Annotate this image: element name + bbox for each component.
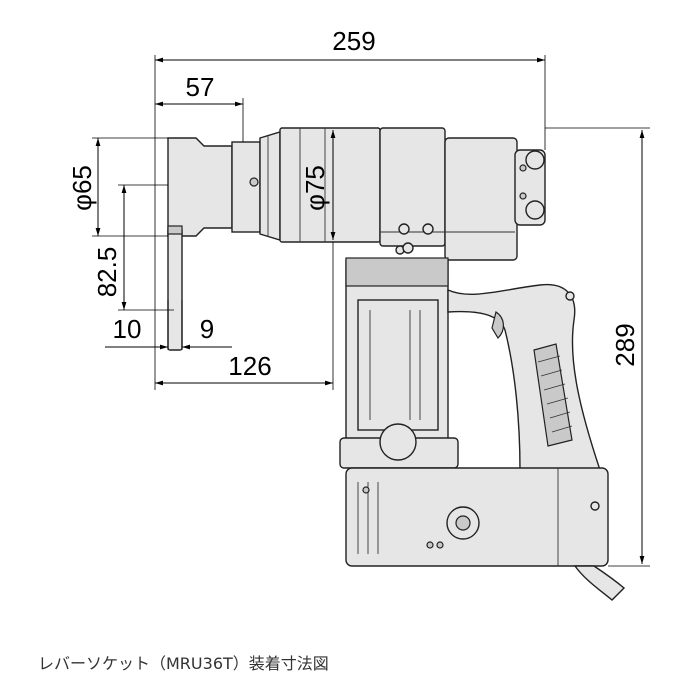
column-nut: [379, 423, 417, 461]
dim-socket-length: 57: [186, 72, 215, 102]
gearbox: [379, 127, 446, 247]
dimension-labels: 259 57 φ65 φ75 82.5 10 9 126 289: [67, 26, 640, 381]
tool-illustration: [167, 127, 626, 601]
trigger: [491, 311, 504, 339]
dim-body-diameter: φ75: [300, 165, 330, 211]
power-cord: [573, 565, 626, 601]
dim-socket-diameter: φ65: [67, 165, 97, 211]
lever-pin: [167, 227, 183, 351]
dim-lever-to-grip: 126: [228, 351, 271, 381]
dimension-lines: [92, 55, 650, 567]
main-body: [279, 127, 381, 243]
socket-head: [167, 137, 233, 237]
figure-caption: レバーソケット（MRU36T）装着寸法図: [38, 654, 329, 673]
socket-collar: [231, 141, 261, 233]
dim-lever-offset: 82.5: [92, 247, 122, 298]
dimension-drawing: 259 57 φ65 φ75 82.5 10 9 126 289: [67, 26, 650, 601]
dim-overall-length: 259: [332, 26, 375, 56]
dim-overall-height: 289: [610, 323, 640, 366]
handle-grip: [447, 283, 601, 471]
dim-lever-right: 9: [200, 314, 214, 344]
dim-lever-left: 10: [113, 314, 142, 344]
